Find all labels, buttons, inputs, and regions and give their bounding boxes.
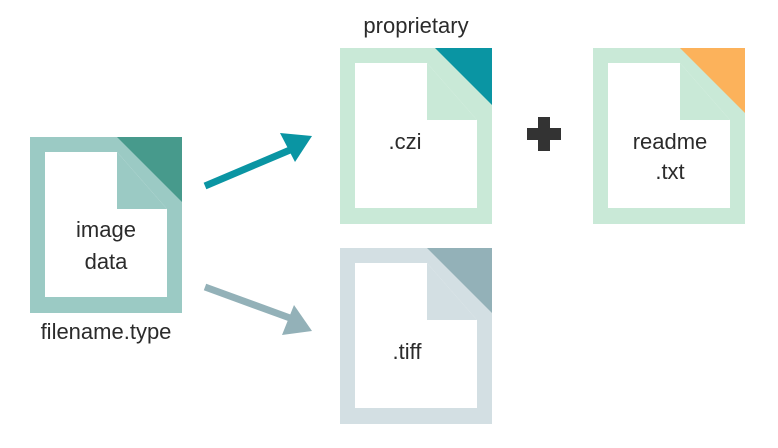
readme-name-label: readme: [632, 129, 708, 154]
arrow-right-down-icon: [203, 283, 312, 335]
source-file-fold: [117, 152, 167, 209]
tiff-file-frame: [340, 248, 492, 424]
tiff-file-corner: [427, 248, 492, 313]
source-file-corner: [117, 137, 182, 202]
source-label-line1: image: [76, 217, 136, 242]
arrow-to-czi-shaft: [203, 146, 292, 190]
readme-file-frame: [593, 48, 745, 224]
tiff-extension-label: .tiff: [392, 339, 422, 364]
source-label-line2: data: [84, 249, 128, 274]
czi-file-fold: [427, 63, 477, 120]
readme-file-corner: [680, 48, 745, 113]
plus-vertical-bar: [538, 117, 550, 151]
readme-extension-label: .txt: [655, 159, 685, 184]
czi-extension-label: .czi: [388, 129, 422, 154]
arrow-to-tiff-shaft: [203, 283, 292, 322]
tiff-file-icon: [340, 248, 492, 424]
plus-icon: [527, 117, 561, 151]
arrow-right-up-icon: [203, 133, 312, 190]
czi-file-icon: [340, 48, 492, 224]
source-file-frame: [30, 137, 182, 313]
source-caption: filename.type: [40, 319, 172, 344]
czi-file-corner: [435, 48, 492, 105]
source-file-icon: [30, 137, 182, 313]
czi-caption: proprietary: [363, 13, 469, 38]
arrow-to-czi-head: [280, 133, 312, 162]
arrow-to-tiff-head: [282, 305, 312, 335]
tiff-file-fold: [427, 263, 477, 320]
readme-file-fold: [680, 63, 730, 120]
readme-file-icon: [593, 48, 745, 224]
czi-file-frame: [340, 48, 492, 224]
